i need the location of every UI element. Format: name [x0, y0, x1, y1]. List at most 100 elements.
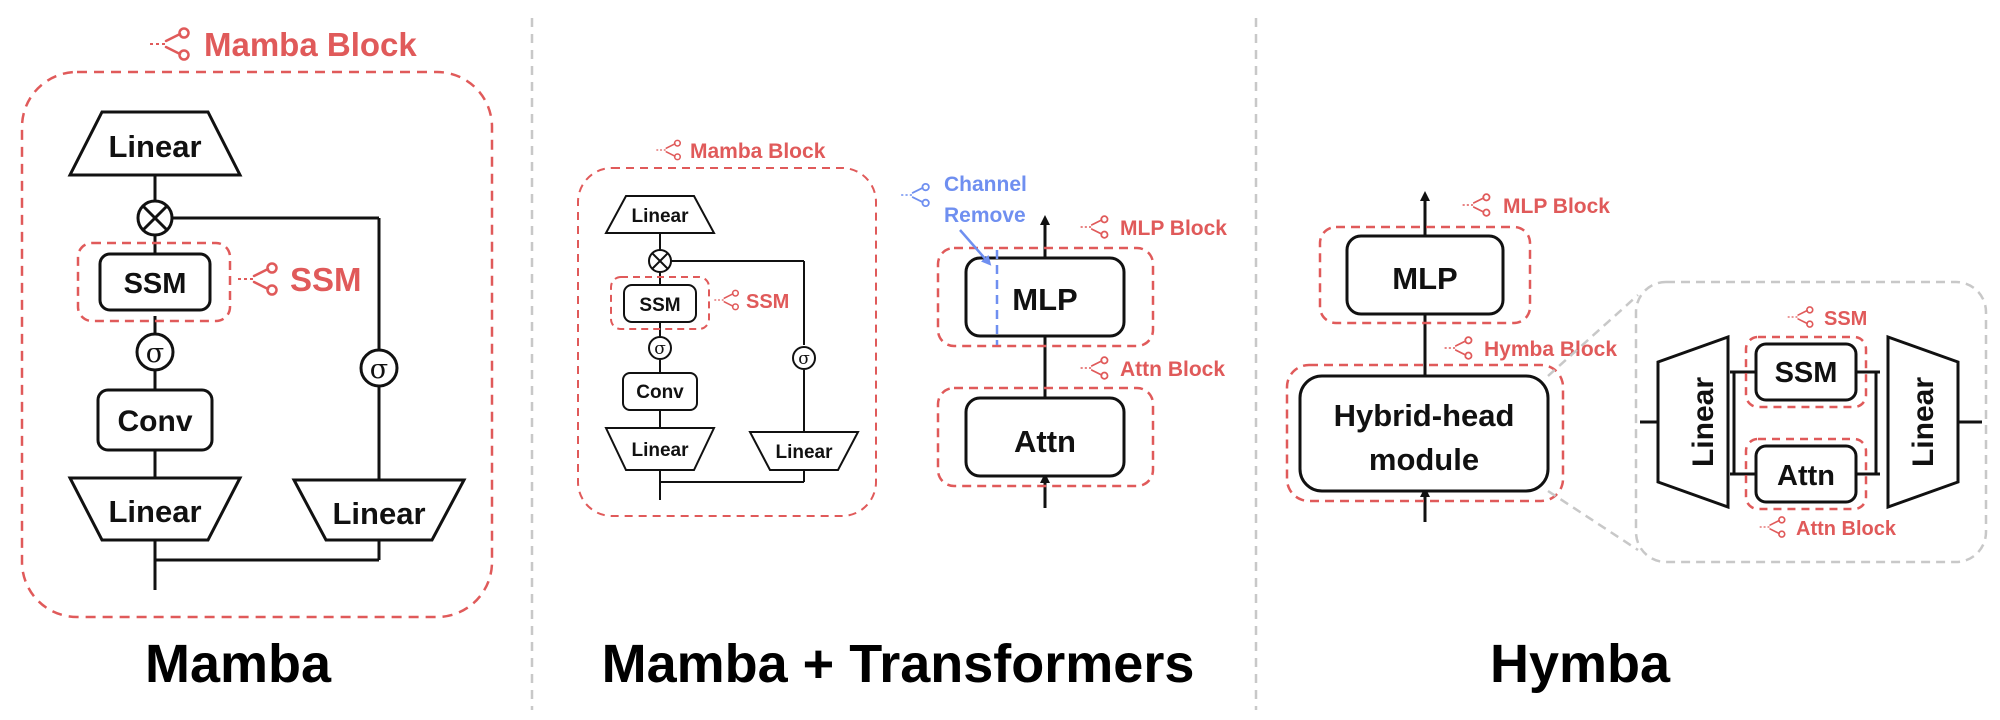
svg-text:Linear: Linear [631, 206, 689, 227]
svg-text:Mamba Block: Mamba Block [204, 26, 417, 63]
scissors-icon [713, 289, 740, 311]
circled-sigma-icon: σ [792, 346, 816, 370]
svg-text:MLP Block: MLP Block [1120, 217, 1227, 240]
svg-text:SSM: SSM [639, 295, 680, 316]
mamba-panel: Mamba Block Linear [20, 26, 494, 694]
svg-text:SSM: SSM [124, 268, 187, 300]
mt-caption: Mamba + Transformers [602, 634, 1195, 694]
svg-text:Hybrid-head: Hybrid-head [1334, 398, 1515, 433]
hymba-zoom-box [1634, 280, 1988, 564]
svg-text:MLP: MLP [1392, 261, 1457, 296]
mt-mamba-wiring [659, 233, 805, 500]
circled-times-icon [648, 249, 672, 273]
hymba-zoom-connectors [1547, 294, 1639, 552]
hymba-block-prune-label: Hymba Block [1443, 336, 1617, 361]
svg-text:Attn: Attn [1014, 424, 1076, 459]
mamba-caption: Mamba [145, 634, 332, 694]
svg-text:σ: σ [654, 339, 666, 359]
svg-text:Remove: Remove [944, 204, 1026, 227]
mt-mlp-prune-label: MLP Block [1079, 215, 1227, 240]
hymba-caption: Hymba [1490, 634, 1671, 694]
svg-text:σ: σ [370, 354, 388, 385]
mt-attn: Attn [964, 396, 1126, 478]
hymba-hybrid-head-module: Hybrid-head module [1298, 374, 1550, 493]
scissors-icon [900, 182, 930, 208]
scissors-icon [236, 262, 278, 296]
hymba-mlp-prune-box [1318, 225, 1532, 325]
mamba-linear-top: Linear [67, 110, 243, 177]
scissors-icon [1786, 306, 1814, 328]
svg-text:σ: σ [146, 338, 164, 369]
svg-text:Linear: Linear [108, 494, 201, 529]
svg-text:Hymba Block: Hymba Block [1484, 338, 1617, 361]
mamba-block-prune-label: Mamba Block [148, 26, 417, 63]
mamba-conv: Conv [96, 388, 214, 452]
mt-mlp-prune-box [936, 246, 1155, 348]
svg-text:Linear: Linear [631, 440, 689, 461]
scissors-icon [1079, 356, 1109, 380]
mamba-linear-bottom-right: Linear [291, 478, 467, 542]
scissors-icon [148, 27, 190, 61]
svg-text:SSM: SSM [746, 291, 789, 313]
mt-linear-top: Linear [604, 195, 716, 234]
svg-text:Attn Block: Attn Block [1796, 518, 1897, 540]
mt-linear-bottom-right: Linear [748, 431, 860, 471]
mt-mamba-block-prune-label: Mamba Block [655, 139, 826, 163]
svg-text:Mamba Block: Mamba Block [690, 140, 826, 163]
mamba-block-prune-box [20, 70, 494, 619]
svg-text:σ: σ [798, 349, 810, 369]
svg-text:MLP Block: MLP Block [1503, 195, 1610, 218]
svg-text:Linear: Linear [775, 442, 833, 463]
scissors-icon [1443, 336, 1473, 360]
circled-sigma-icon: σ [648, 336, 672, 360]
mt-attn-prune-label: Attn Block [1079, 356, 1225, 381]
mt-conv: Conv [622, 372, 698, 411]
mt-ssm-prune-box [610, 276, 710, 330]
mt-attn-prune-box [936, 386, 1155, 488]
mt-linear-bottom-left: Linear [604, 427, 716, 471]
svg-text:SSM: SSM [1824, 308, 1867, 330]
mamba-wiring [153, 175, 381, 590]
svg-text:SSM: SSM [1775, 357, 1838, 389]
hymba-inner-wiring [1640, 370, 1982, 476]
svg-text:Conv: Conv [636, 382, 684, 403]
svg-text:MLP: MLP [1012, 282, 1077, 317]
svg-text:Linear: Linear [1907, 377, 1940, 467]
scissors-icon [655, 139, 682, 161]
circled-times-icon [136, 199, 174, 237]
svg-text:Linear: Linear [332, 496, 425, 531]
mamba-ssm-prune-box [76, 241, 232, 323]
hymba-ssm-prune-label: SSM [1786, 306, 1867, 330]
hymba-ssm: SSM [1754, 342, 1858, 402]
mt-channel-remove-arrow [959, 229, 992, 266]
mamba-linear-bottom-left: Linear [67, 476, 243, 542]
hymba-mlp: MLP [1345, 234, 1505, 316]
hymba-attn-prune-box [1744, 437, 1868, 511]
circled-sigma-icon: σ [135, 332, 175, 372]
scissors-icon [1461, 193, 1491, 217]
mamba-ssm-prune-label: SSM [236, 261, 362, 298]
svg-text:Channel: Channel [944, 173, 1027, 196]
hymba-mlp-prune-label: MLP Block [1461, 193, 1610, 218]
svg-text:Attn: Attn [1777, 460, 1835, 492]
hymba-linear-right: Linear [1886, 334, 1960, 510]
circled-sigma-icon: σ [359, 348, 399, 388]
mamba-ssm: SSM [98, 252, 212, 312]
hymba-block-prune-box [1285, 363, 1565, 503]
mt-ssm-prune-label: SSM [713, 289, 789, 313]
svg-text:module: module [1369, 442, 1479, 477]
hymba-attn: Attn [1754, 444, 1858, 504]
scissors-icon [1079, 215, 1109, 239]
hymba-panel: MLP Block MLP Hymba Block Hybrid-head mo… [1285, 191, 1988, 694]
mt-mamba-block-prune-box [577, 167, 877, 517]
hymba-linear-left: Linear [1656, 334, 1730, 510]
svg-text:Attn Block: Attn Block [1120, 358, 1225, 381]
svg-text:Conv: Conv [118, 405, 193, 438]
mamba-transformers-panel: Mamba Block Linear SSM [577, 139, 1227, 694]
mt-ssm: SSM [623, 284, 697, 323]
svg-text:Linear: Linear [1687, 377, 1720, 467]
hymba-ssm-prune-box [1744, 335, 1868, 409]
mt-mlp: MLP [964, 256, 1126, 338]
svg-text:Linear: Linear [108, 129, 201, 164]
